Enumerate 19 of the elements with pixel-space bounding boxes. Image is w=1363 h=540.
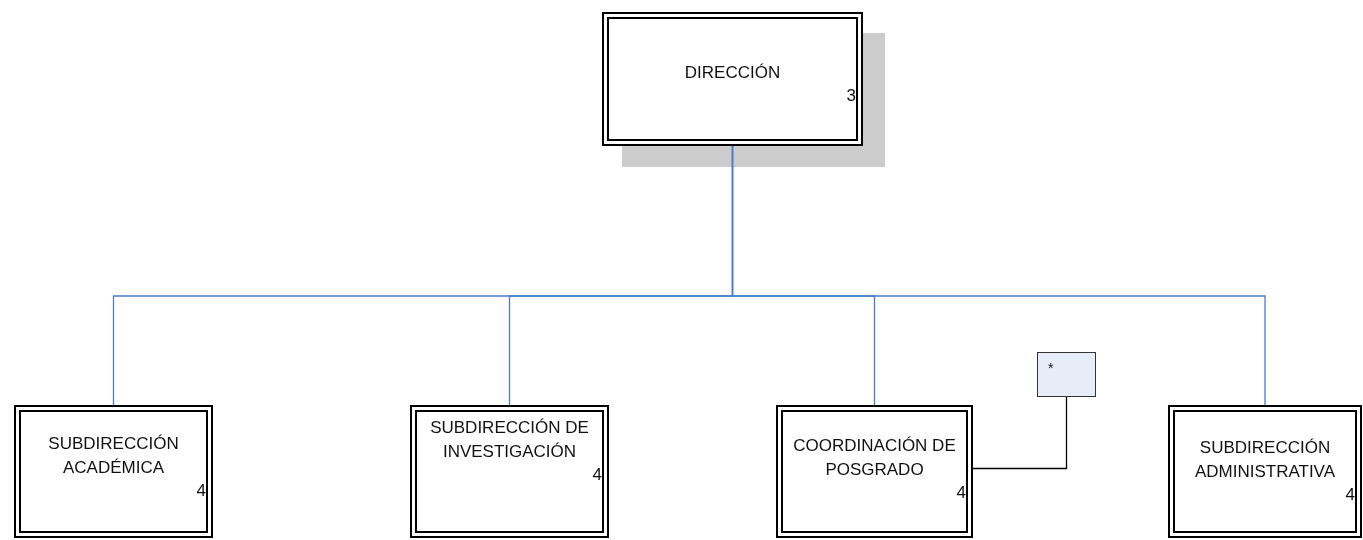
- level-number: 4: [1345, 484, 1355, 506]
- note-box: [1037, 352, 1096, 397]
- level-number: 4: [956, 482, 966, 504]
- unit-name: COORDINACIÓN DE POSGRADO: [792, 435, 957, 481]
- level-number: 3: [846, 85, 856, 107]
- connector-line: [731, 145, 1266, 406]
- org-unit-box: [1168, 405, 1362, 538]
- level-number: 4: [592, 464, 602, 486]
- org-unit-box: [410, 405, 609, 538]
- org-unit-box: [776, 405, 973, 538]
- unit-name: SUBDIRECCIÓN DE INVESTIGACIÓN: [429, 417, 590, 463]
- unit-name: SUBDIRECCIÓN ADMINISTRATIVA: [1193, 437, 1337, 483]
- org-unit-box: [602, 12, 863, 146]
- connector-line: [972, 396, 1068, 470]
- level-number: 4: [196, 480, 206, 502]
- unit-name: SUBDIRECCIÓN ACADÉMICA: [47, 433, 180, 479]
- org-unit-box: [14, 405, 213, 538]
- unit-name: DIRECCIÓN: [683, 62, 782, 84]
- note-text: *: [1048, 360, 1054, 376]
